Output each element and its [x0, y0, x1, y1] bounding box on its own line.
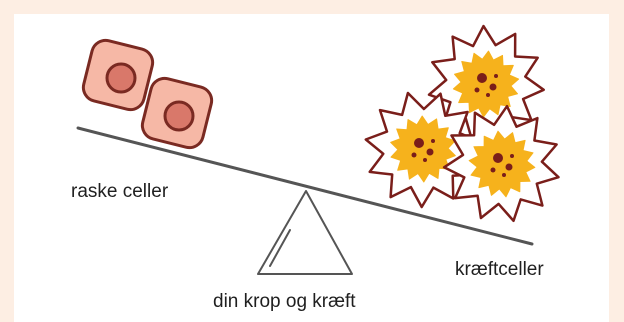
cancer-cell-icon — [442, 104, 560, 223]
healthy-cell-icon — [81, 38, 155, 112]
cancer-cells — [364, 24, 560, 223]
healthy-cell-icon — [140, 76, 214, 150]
triangle-fulcrum-icon — [257, 190, 353, 275]
label-fast-cells: raske celler — [71, 181, 169, 202]
label-body-and-cancer: din krop og kræft — [213, 291, 356, 312]
label-cancer-cells: kræftceller — [455, 259, 544, 280]
balance-beam — [76, 126, 534, 246]
cancer-cell-icon — [364, 91, 482, 209]
cancer-cell-icon — [427, 24, 545, 142]
